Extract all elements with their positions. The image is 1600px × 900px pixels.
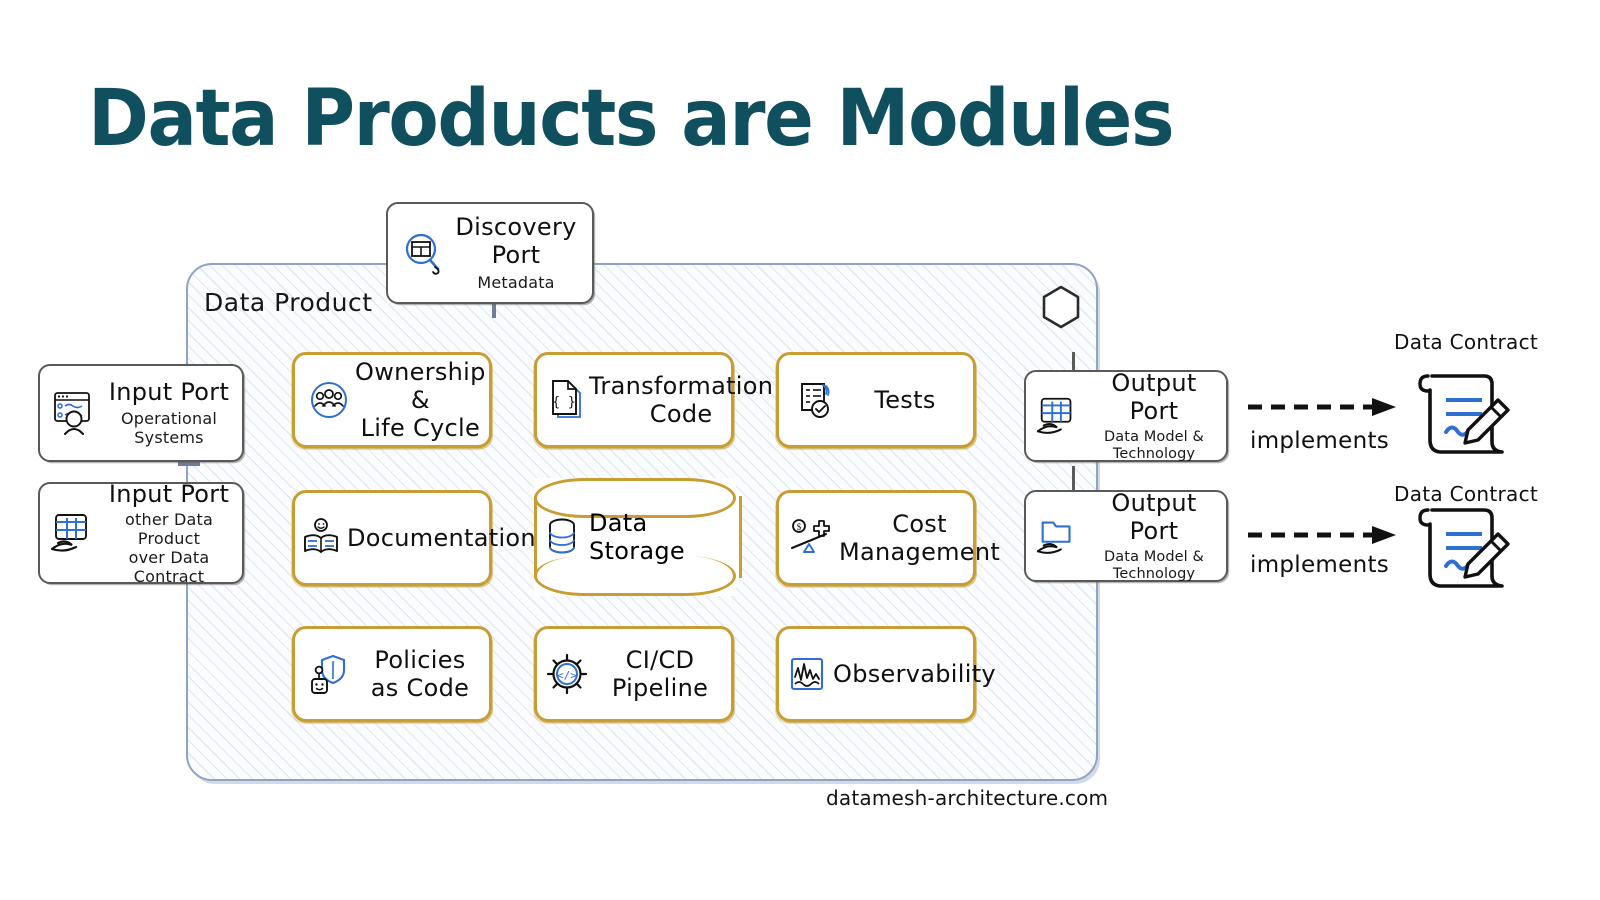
- module-transformation-line2: Code: [649, 400, 713, 428]
- monitor-chart-icon: [781, 651, 833, 697]
- svg-text:$: $: [797, 522, 802, 532]
- table-hand-icon: [44, 509, 102, 557]
- magnifier-table-icon: [398, 230, 450, 276]
- module-observability-line1: Observability: [833, 659, 996, 688]
- output-port-card-1[interactable]: Output Port Data Model & Technology: [1024, 369, 1228, 464]
- output-port-2-subtitle: Data Model & Technology: [1104, 549, 1204, 583]
- implements-arrow-2: [1246, 524, 1406, 546]
- module-transformation-line1: Transformation: [589, 371, 774, 400]
- module-card-transformation[interactable]: { } Transformation Code: [534, 352, 773, 448]
- discovery-port-text: Discovery Port Metadata: [450, 213, 582, 294]
- book-reader-icon: [297, 515, 347, 561]
- input-port-card-2[interactable]: Input Port other Data Product over Data …: [38, 480, 244, 587]
- module-card-ownership[interactable]: Ownership & Life Cycle: [292, 352, 492, 448]
- module-card-policies[interactable]: Policies as Code: [292, 626, 492, 722]
- module-cicd-line1: CI/CD Pipeline: [611, 645, 709, 702]
- cost-scale-icon: $: [783, 514, 839, 562]
- module-documentation-line1: Documentation: [347, 523, 536, 552]
- connector-output-1: [1072, 352, 1075, 380]
- table-hand-icon: [1030, 393, 1086, 439]
- data-contract-label-2: Data Contract: [1394, 482, 1539, 506]
- connector-input-1b: [178, 462, 200, 466]
- discovery-port-label: Discovery Port: [455, 212, 577, 270]
- folder-hand-icon: [1030, 513, 1086, 559]
- module-tests-text: Tests: [845, 386, 965, 414]
- output-port-1-text: Output Port Data Model & Technology: [1086, 369, 1222, 464]
- robot-shield-icon: [303, 650, 359, 698]
- module-card-documentation[interactable]: Documentation: [292, 490, 536, 586]
- module-card-cost-management[interactable]: $ Cost Management: [776, 490, 1000, 586]
- module-card-observability[interactable]: Observability: [776, 626, 996, 722]
- scroll-pen-icon-2: [1406, 496, 1516, 596]
- module-policies-line2: as Code: [370, 674, 470, 702]
- input-port-1-text: Input Port Operational Systems: [104, 378, 234, 448]
- input-port-2-subtitle: other Data Product: [125, 509, 213, 548]
- module-ownership-text: Ownership & Life Cycle: [355, 358, 486, 443]
- module-policies-text: Policies as Code: [359, 646, 481, 703]
- svg-text:{ }: { }: [552, 395, 575, 410]
- code-file-icon: { }: [541, 376, 589, 424]
- module-observability-text: Observability: [833, 660, 996, 688]
- output-port-1-label: Output Port: [1111, 368, 1197, 425]
- module-data-storage-text: Data Storage: [589, 509, 742, 565]
- discovery-port-subtitle: Metadata: [477, 273, 555, 293]
- data-product-label: Data Product: [204, 288, 373, 317]
- input-port-card-1[interactable]: Input Port Operational Systems: [38, 364, 244, 462]
- module-card-data-storage[interactable]: Data Storage: [534, 478, 742, 596]
- discovery-port-card[interactable]: Discovery Port Metadata: [386, 202, 594, 304]
- output-port-2-label: Output Port: [1111, 488, 1197, 545]
- output-port-1-subtitle: Data Model & Technology: [1104, 429, 1204, 463]
- hexagon-icon: [1041, 285, 1081, 329]
- people-circle-icon: [303, 380, 355, 420]
- module-transformation-text: Transformation Code: [589, 372, 773, 429]
- checklist-icon: [787, 376, 845, 424]
- footer-url: datamesh-architecture.com: [826, 786, 1109, 810]
- input-port-2-label: Input Port: [108, 479, 230, 508]
- module-tests-line1: Tests: [874, 385, 936, 414]
- output-port-card-2[interactable]: Output Port Data Model & Technology: [1024, 489, 1228, 584]
- module-data-storage-line1: Data Storage: [588, 509, 685, 565]
- module-cost-line1: Cost: [892, 509, 947, 538]
- cylinder-top: [534, 478, 736, 518]
- module-cost-text: Cost Management: [839, 510, 1000, 567]
- input-port-2-subtitle2: over Data Contract: [128, 547, 210, 586]
- connector-output-2: [1072, 466, 1075, 492]
- data-contract-label-1: Data Contract: [1394, 330, 1539, 354]
- output-port-2-text: Output Port Data Model & Technology: [1086, 489, 1222, 584]
- module-ownership-line1: Ownership &: [355, 357, 486, 414]
- svg-text:</>: </>: [557, 669, 577, 682]
- implements-label-2: implements: [1250, 552, 1390, 578]
- page-title: Data Products are Modules: [88, 74, 1175, 164]
- browser-user-icon: [46, 388, 104, 438]
- module-card-tests[interactable]: Tests: [776, 352, 976, 448]
- gear-code-icon: </>: [541, 651, 593, 697]
- module-ownership-line2: Life Cycle: [360, 414, 481, 443]
- implements-arrow-1: [1246, 396, 1406, 418]
- input-port-1-subtitle: Operational Systems: [120, 409, 218, 448]
- module-cicd-text: CI/CD Pipeline: [593, 646, 727, 703]
- input-port-1-label: Input Port: [108, 377, 230, 406]
- module-policies-line1: Policies: [374, 645, 466, 674]
- implements-label-1: implements: [1250, 428, 1390, 454]
- module-documentation-text: Documentation: [347, 524, 536, 552]
- input-port-2-text: Input Port other Data Product over Data …: [102, 480, 236, 587]
- database-icon: [540, 514, 589, 560]
- scroll-pen-icon-1: [1406, 362, 1516, 462]
- connector-discovery: [492, 296, 496, 318]
- module-cost-line2: Management: [839, 538, 1001, 566]
- cylinder-bottom: [534, 556, 736, 596]
- module-card-cicd[interactable]: </> CI/CD Pipeline: [534, 626, 734, 722]
